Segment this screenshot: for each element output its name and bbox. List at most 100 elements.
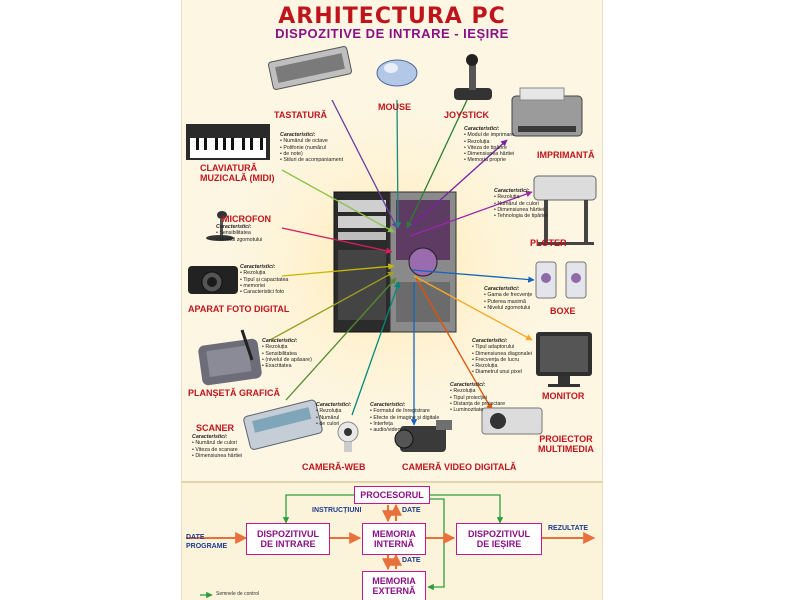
graphic-tablet-icon [198, 329, 262, 386]
characteristic-item: • Interfeța [370, 420, 393, 427]
characteristic-item: • Sensibilitatea [216, 230, 251, 237]
characteristic-item: • Tehnologia de tipărire [494, 213, 548, 220]
label-printer: IMPRIMANTĂ [537, 150, 595, 160]
device-diagram [186, 46, 597, 455]
label-camera: APARAT FOTO DIGITAL [188, 304, 290, 314]
characteristic-item: • Rezoluția [464, 138, 490, 145]
label-microphone: MICROFON [222, 214, 271, 224]
characteristic-item: • Efecte de imagine și digitale [370, 414, 440, 421]
monitor-icon [536, 332, 592, 387]
characteristics-title: Caracteristici: [192, 434, 228, 440]
projector-icon [481, 407, 543, 435]
characteristic-item: • Rezoluția [240, 270, 266, 277]
characteristics-title: Caracteristici: [216, 224, 252, 230]
characteristic-item: • de culori [316, 420, 340, 427]
poster: ARHITECTURA PC DISPOZITIVE DE INTRARE - … [182, 0, 602, 600]
chars-plotter: Caracteristici:• Rezoluția• Numărul de c… [494, 188, 548, 219]
characteristic-item: • Frecvența de lucru [472, 356, 520, 363]
chars-camera: Caracteristici:• Rezoluția• Tipul și cap… [240, 264, 288, 295]
speakers-icon [535, 261, 587, 299]
characteristic-item: • Dimensiunea diagonalei [472, 350, 532, 357]
characteristic-item: • Tipul proiecției [450, 394, 488, 401]
characteristic-item: • Dimensiunea hârtiei [464, 151, 515, 158]
characteristic-item: • Dimensiunea hârtiei [494, 206, 545, 213]
input-device-box: DISPOZITIVUL DE INTRARE [246, 523, 330, 555]
internal-memory-box: MEMORIA INTERNĂ [362, 523, 426, 555]
characteristics-title: Caracteristici: [370, 402, 406, 408]
characteristic-item: • Puterea maximă [484, 298, 526, 305]
characteristics-title: Caracteristici: [472, 338, 508, 344]
label-tablet: PLANȘETĂ GRAFICĂ [188, 388, 280, 398]
label-data-bottom: DATE [402, 557, 421, 564]
data-flow-diagram: PROCESORUL DISPOZITIVUL DE INTRARE MEMOR… [182, 481, 602, 600]
midi-keyboard-icon [186, 124, 270, 160]
chars-scanner: Caracteristici:• Numărul de culori• Vite… [192, 434, 242, 459]
characteristic-item: • Numărul de octave [280, 138, 328, 145]
characteristic-item: • Rezoluția [494, 194, 520, 201]
characteristics-title: Caracteristici: [280, 132, 316, 138]
chars-speakers: Caracteristici:• Gama de frecvențe• Pute… [484, 286, 532, 311]
chars-monitor: Caracteristici:• Tipul adaptorului• Dime… [472, 338, 532, 376]
characteristic-item: • Tipul și capacitatea [240, 276, 289, 283]
characteristics-title: Caracteristici: [316, 402, 352, 408]
characteristic-item: • Rezoluția [450, 388, 476, 395]
webcam-icon [337, 421, 359, 452]
characteristic-item: • Polifonie (numărul [280, 144, 327, 151]
label-monitor: MONITOR [542, 391, 585, 401]
characteristic-item: • Distanța de proiectare [450, 400, 506, 407]
characteristic-item: • Formatul de înregistrare [370, 408, 430, 415]
characteristic-item: • Memoria proprie [464, 157, 506, 164]
characteristic-item: • Nivelul zgomotului [216, 236, 263, 243]
camera-icon [188, 266, 238, 294]
characteristics-title: Caracteristici: [450, 382, 486, 388]
chars-projector: Caracteristici:• Rezoluția• Tipul proiec… [450, 382, 505, 413]
external-memory-box: MEMORIA EXTERNĂ [362, 571, 426, 600]
output-device-box: DISPOZITIVUL DE IEȘIRE [456, 523, 542, 555]
label-plotter: PLOTER [530, 238, 567, 248]
characteristic-item: • Dimensiunea hârtiei [192, 452, 243, 459]
label-webcam: CAMERĂ-WEB [302, 462, 366, 472]
characteristic-item: • Exactitatea [262, 363, 292, 370]
chars-microphone: Caracteristici:• Sensibilitatea• Nivelul… [216, 224, 262, 243]
keyboard-icon [268, 46, 352, 90]
chars-printer: Caracteristici:• Modul de imprimare• Rez… [464, 126, 514, 164]
characteristic-item: • Nivelul zgomotului [484, 304, 531, 311]
label-speakers: BOXE [550, 306, 576, 316]
chars-tablet: Caracteristici:• Rezoluția• Sensibilitat… [262, 338, 312, 369]
characteristic-item: • Stiluri de acompaniament [280, 157, 344, 164]
scanner-icon [243, 399, 323, 450]
characteristic-item: • Numărul [316, 414, 340, 421]
printer-icon [511, 87, 583, 137]
characteristics-title: Caracteristici: [494, 188, 530, 194]
characteristic-item: • Modul de imprimare [464, 132, 515, 139]
chars-videocam: Caracteristici:• Formatul de înregistrar… [370, 402, 439, 433]
label-videocam: CAMERĂ VIDEO DIGITALĂ [402, 462, 517, 472]
characteristic-item: • Rezoluția [262, 344, 288, 351]
characteristic-item: • de note) [280, 150, 303, 157]
video-camera-icon [394, 420, 452, 452]
characteristics-title: Caracteristici: [240, 264, 276, 270]
characteristics-title: Caracteristici: [464, 126, 500, 132]
chars-webcam: Caracteristici:• Rezoluția• Numărul• de … [316, 402, 351, 427]
label-keyboard: TASTATURĂ [274, 110, 327, 120]
pc-tower-icon [333, 191, 457, 333]
chars-midi: Caracteristici:• Numărul de octave• Poli… [280, 132, 343, 163]
characteristic-item: • Luminozitate [450, 407, 484, 414]
label-input-data: DATE PROGRAME [186, 534, 228, 550]
page-title: ARHITECTURA PC [278, 4, 506, 29]
plotter-icon [533, 175, 597, 245]
characteristic-item: • Diametrul unui pixel [472, 369, 522, 376]
microphone-icon [206, 211, 234, 241]
characteristic-item: • Rezoluția [316, 408, 342, 415]
label-projector: PROIECTOR MULTIMEDIA [538, 434, 594, 454]
characteristic-item: • audio/video [370, 427, 401, 434]
legend-control-signals: Semnele de control [216, 591, 260, 597]
label-midi: CLAVIATURĂ MUZICALĂ (MIDI) [200, 163, 275, 183]
characteristic-item: • Gama de frecvențe [484, 292, 533, 299]
label-instructions: INSTRUCȚIUNI [312, 507, 362, 514]
joystick-icon [454, 54, 492, 100]
characteristic-item: • Sensibilitatea [262, 350, 297, 357]
characteristics-title: Caracteristici: [484, 286, 520, 292]
characteristic-item: • Tipul adaptorului [472, 344, 515, 351]
characteristics-title: Caracteristici: [262, 338, 298, 344]
